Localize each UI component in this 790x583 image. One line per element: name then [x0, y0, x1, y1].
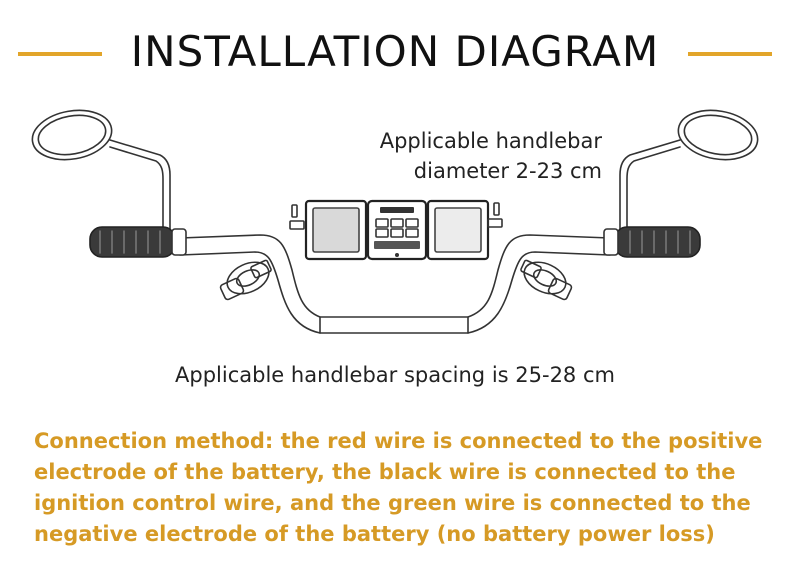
connection-note-line: negative electrode of the battery (no ba…	[34, 522, 715, 546]
connection-note: Connection method: the red wire is conne…	[34, 426, 774, 550]
clamp-icon	[520, 259, 573, 301]
diameter-label-line: Applicable handlebar	[379, 129, 602, 153]
clamp-icon	[219, 259, 272, 301]
connection-note-line: ignition control wire, and the green wir…	[34, 491, 751, 515]
title-rule-right	[688, 52, 772, 56]
handlebar-drawing	[31, 109, 759, 334]
title-row: INSTALLATION DIAGRAM	[0, 22, 790, 82]
diameter-label: Applicable handlebar diameter 2-23 cm	[332, 126, 602, 186]
title-rule-left	[18, 52, 102, 56]
mirror-icon	[619, 109, 759, 234]
spacing-label: Applicable handlebar spacing is 25-28 cm	[175, 363, 615, 387]
connection-note-line: Connection method: the red wire is conne…	[34, 429, 763, 453]
page-title: INSTALLATION DIAGRAM	[130, 27, 660, 76]
grip-icon	[603, 226, 701, 258]
handlebar-tube	[179, 234, 611, 334]
mirror-icon	[31, 109, 171, 234]
display-unit-icon	[289, 199, 503, 261]
grip-icon	[89, 226, 187, 258]
connection-note-line: electrode of the battery, the black wire…	[34, 460, 736, 484]
diameter-label-line: diameter 2-23 cm	[413, 159, 602, 183]
